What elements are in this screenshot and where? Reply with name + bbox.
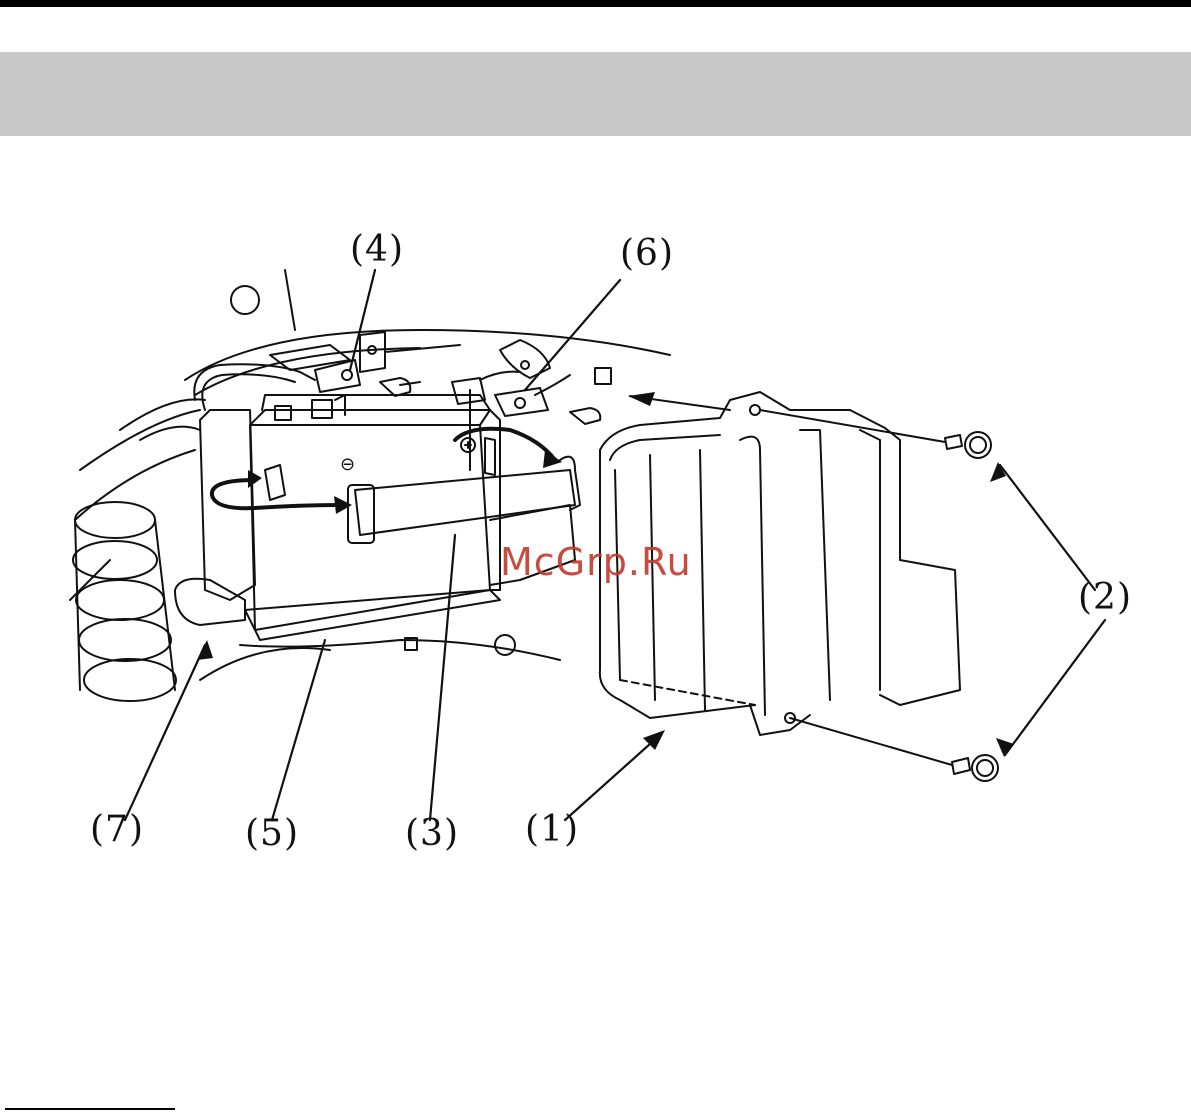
header-band [0,52,1191,136]
bolts [945,432,998,781]
callout-2: (2) [1078,580,1132,616]
callout-1: (1) [525,812,579,848]
battery-removal-illustration: ⊖ [0,160,1191,880]
terminal-hardware [194,332,611,500]
watermark-text: McGrp.Ru [500,540,692,584]
svg-text:⊖: ⊖ [340,454,355,475]
top-rule [0,0,1191,7]
callout-3: (3) [405,816,459,852]
callout-4: (4) [350,232,404,268]
callout-5: (5) [245,816,299,852]
callout-7: (7) [90,812,144,848]
callout-6: (6) [620,236,674,272]
shock-spring [73,502,176,701]
motion-arrows [212,429,555,508]
bottom-rule [5,1108,175,1110]
